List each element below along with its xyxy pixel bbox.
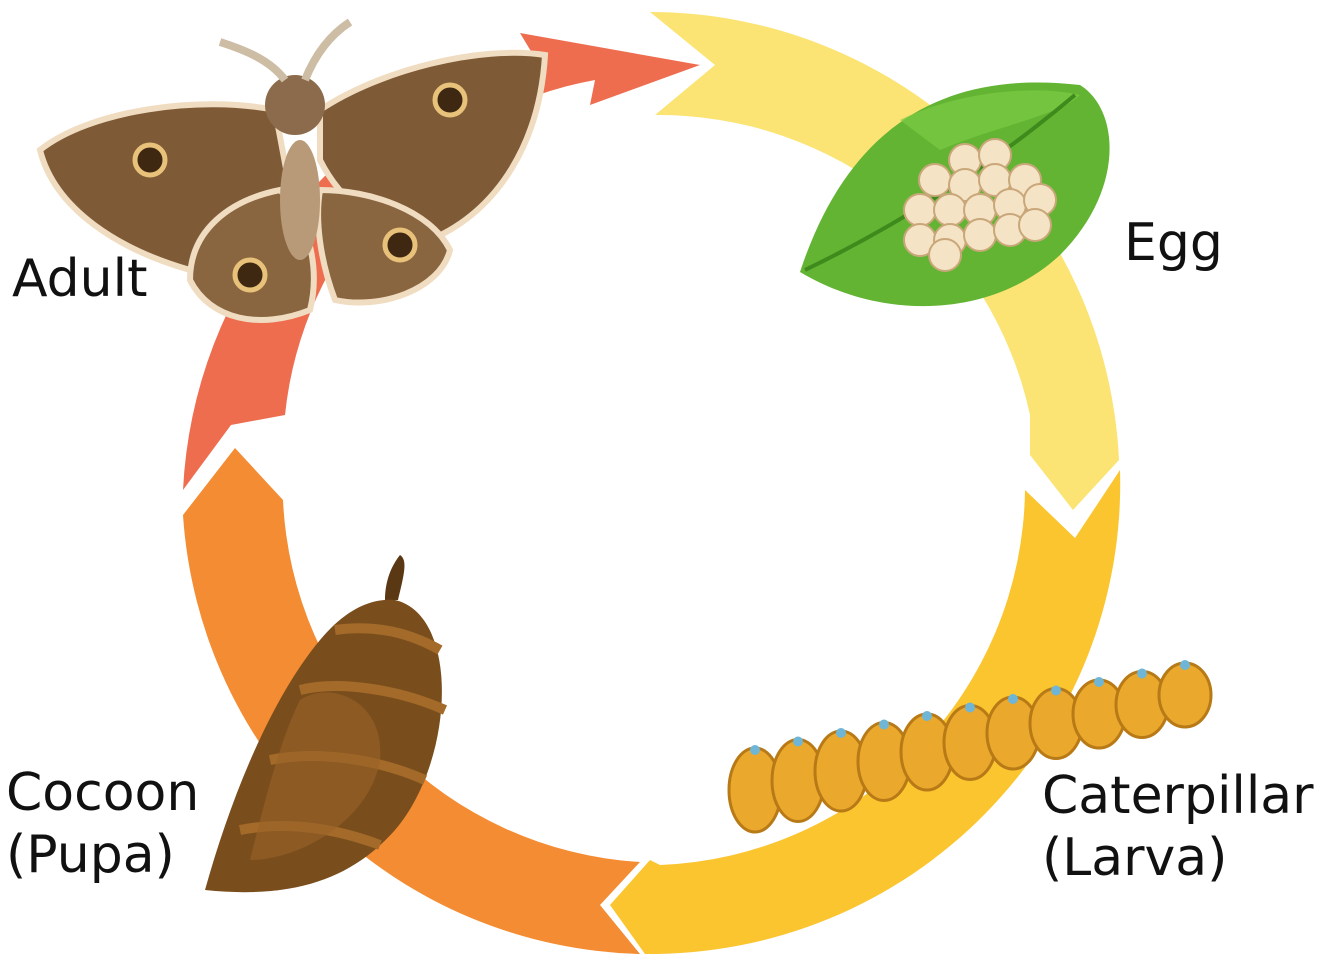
label-caterpillar-line-2: (Larva)	[1042, 827, 1314, 889]
egg	[934, 194, 966, 226]
label-adult: Adult	[12, 248, 147, 310]
caterpillar-tuft	[1008, 694, 1018, 704]
label-cocoon-line-2: (Pupa)	[6, 824, 199, 886]
label-cocoon: Cocoon (Pupa)	[6, 762, 199, 886]
moth-eyespot	[135, 145, 165, 175]
label-egg: Egg	[1124, 212, 1223, 274]
caterpillar-tuft	[750, 745, 760, 755]
caterpillar-tuft	[836, 728, 846, 738]
egg	[904, 194, 936, 226]
pupa-stem	[385, 555, 404, 600]
moth-eyespot	[385, 230, 415, 260]
egg	[929, 239, 961, 271]
caterpillar-segment	[1159, 663, 1211, 727]
label-adult-line-1: Adult	[12, 248, 147, 310]
caterpillar-tuft	[1137, 669, 1147, 679]
moth-right-antenna	[305, 22, 350, 80]
moth-thorax	[265, 75, 325, 135]
caterpillar-tuft	[1180, 660, 1190, 670]
moth-left-antenna	[220, 42, 285, 80]
egg	[964, 219, 996, 251]
egg	[1019, 209, 1051, 241]
moth-eyespot	[235, 260, 265, 290]
caterpillar-tuft	[922, 711, 932, 721]
label-cocoon-line-1: Cocoon	[6, 762, 199, 824]
caterpillar-tuft	[879, 720, 889, 730]
moth-abdomen	[280, 140, 320, 260]
caterpillar-tuft	[1051, 686, 1061, 696]
label-caterpillar: Caterpillar (Larva)	[1042, 765, 1314, 889]
moth-eyespot	[435, 85, 465, 115]
caterpillar-tuft	[793, 737, 803, 747]
label-egg-line-1: Egg	[1124, 212, 1223, 274]
caterpillar-tuft	[965, 703, 975, 713]
caterpillar-tuft	[1094, 677, 1104, 687]
label-caterpillar-line-1: Caterpillar	[1042, 765, 1314, 827]
egg	[919, 164, 951, 196]
